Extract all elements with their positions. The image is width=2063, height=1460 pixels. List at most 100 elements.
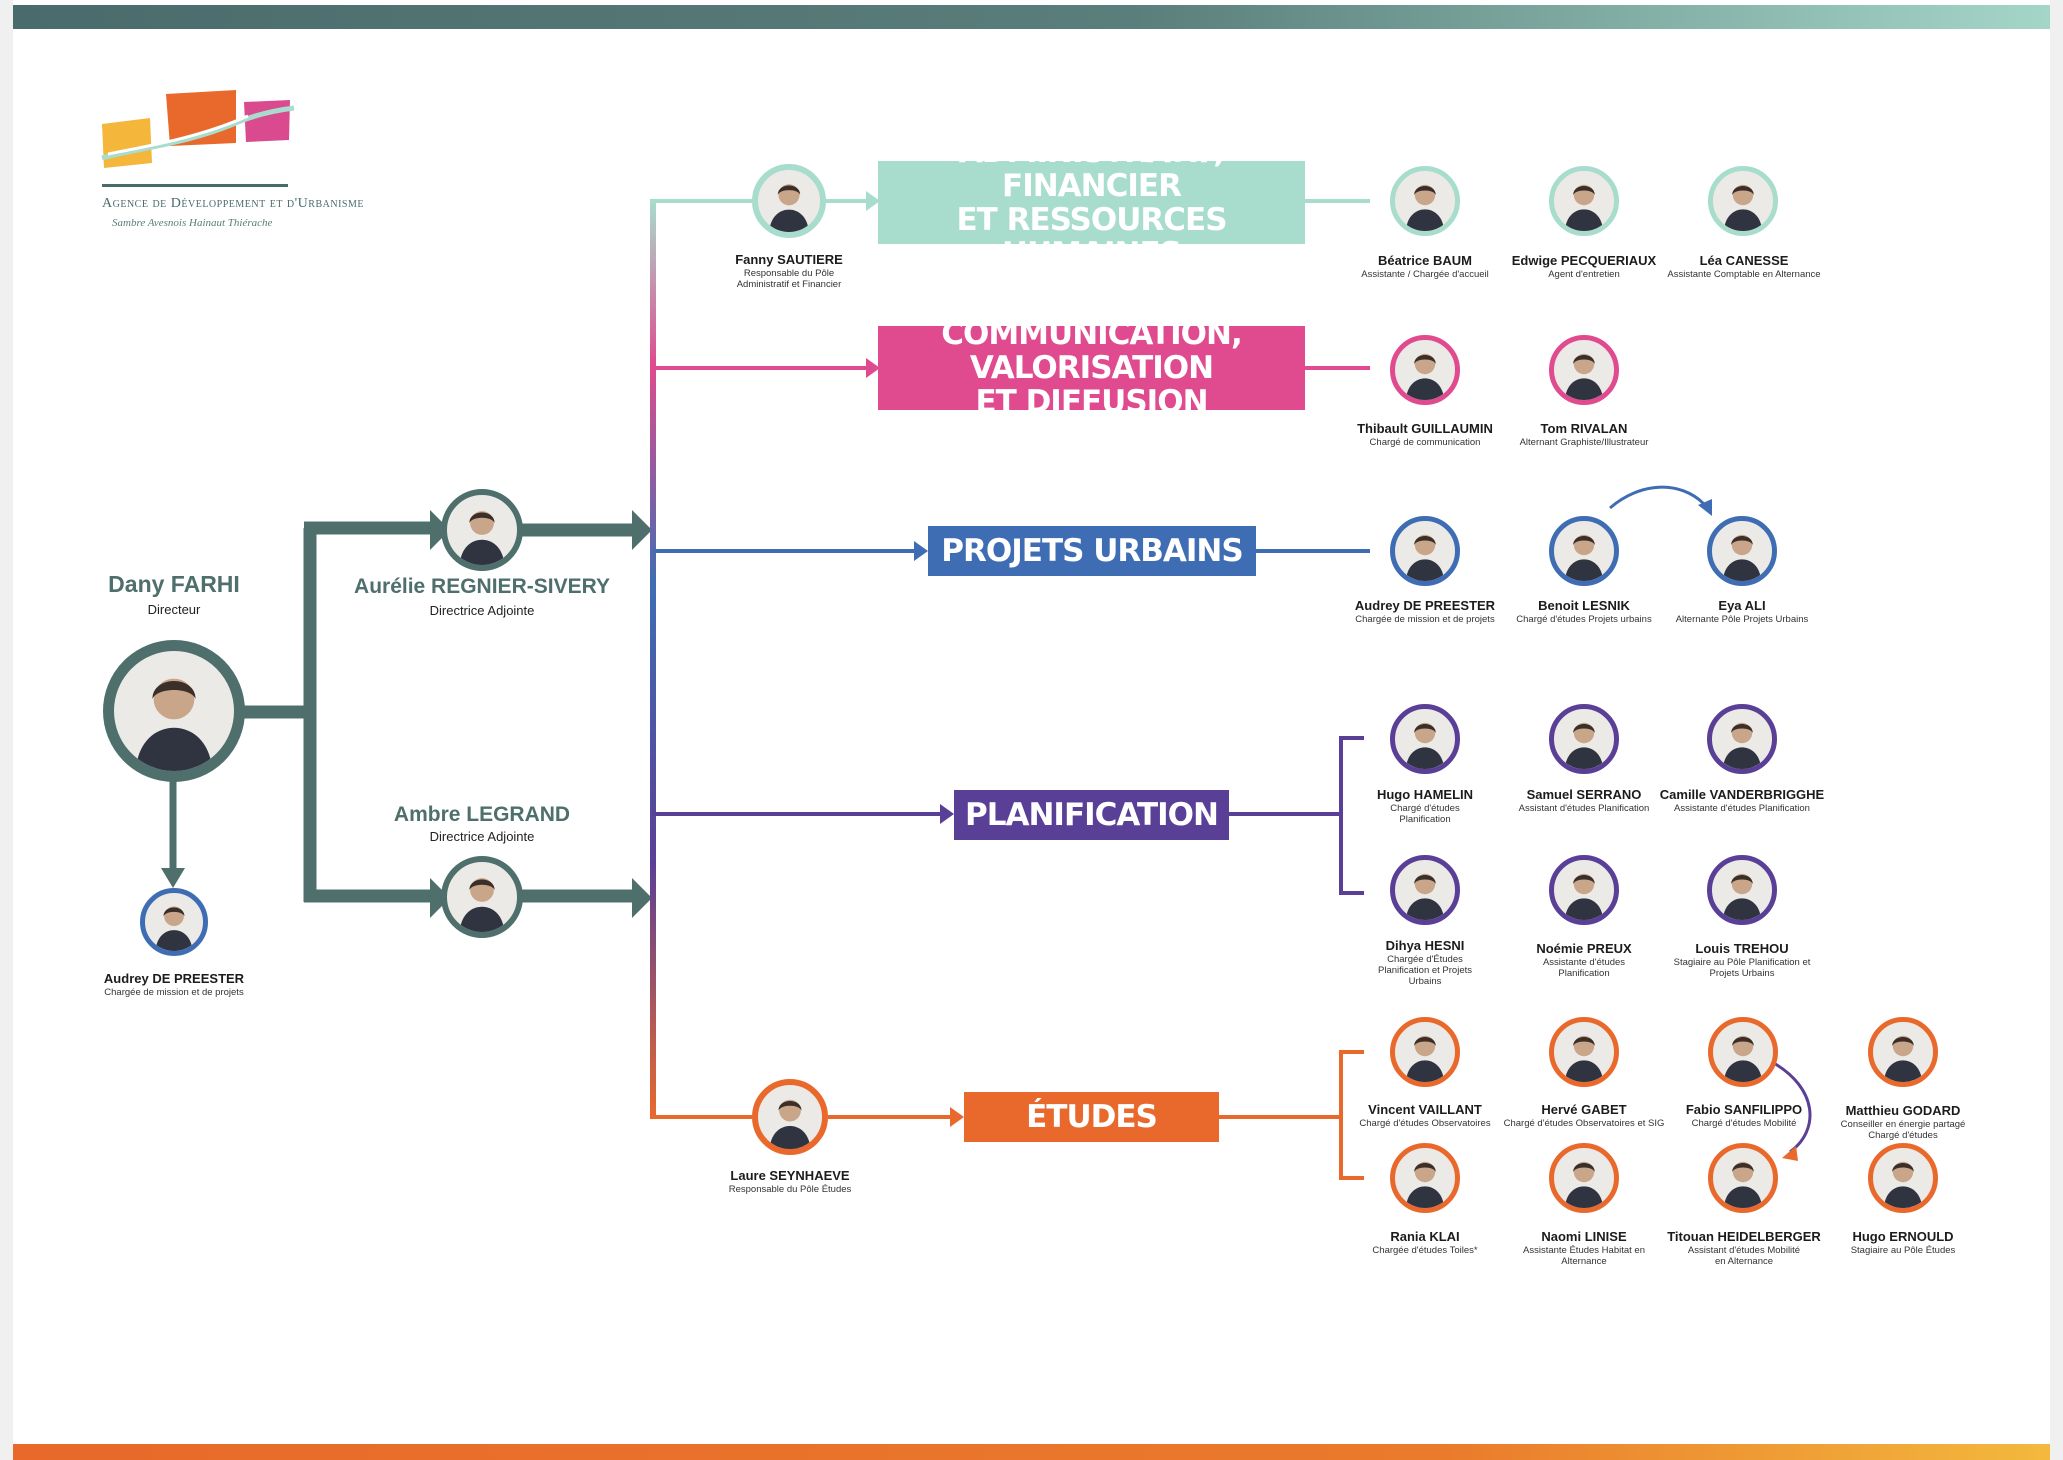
silhouette-body [155,930,193,951]
silhouette-hair [1414,1037,1436,1046]
lead-role-laure: Responsable du Pôle Études [728,1184,852,1195]
person-silhouette-icon [1405,873,1445,920]
member-role: Chargé d'études Planification [1390,803,1460,825]
pole-label-communication: COMMUNICATION, VALORISATION ET DIFFUSION [941,316,1243,420]
silhouette-hair [1573,355,1595,364]
silhouette-body [1405,1060,1445,1082]
member-name: Léa CANESSE [1699,253,1789,268]
person-silhouette-icon [1883,1035,1923,1082]
member-role: Chargée de mission et de projets [1355,614,1495,625]
silhouette-body [1564,1186,1604,1208]
member-name: Hervé GABET [1541,1102,1627,1117]
person-silhouette-icon [1564,353,1604,400]
person-silhouette-icon [1722,873,1762,920]
member-name: Béatrice BAUM [1378,253,1472,268]
silhouette-body [1405,1186,1445,1208]
lead-avatar-laure [752,1079,828,1155]
member-role: Alternante Pôle Projets Urbains [1675,614,1809,625]
member-avatar [1868,1017,1938,1087]
logo-rule [102,184,288,187]
person-silhouette-icon [1564,722,1604,769]
person-silhouette-icon [135,678,213,771]
person-silhouette-icon [1405,534,1445,581]
lead-name-fanny: Fanny SAUTIERE [735,252,843,267]
bottom-color-band [13,1444,2050,1460]
member-avatar [1390,1143,1460,1213]
silhouette-hair [469,512,495,523]
silhouette-body [1722,559,1762,581]
silhouette-body [1723,1186,1763,1208]
member-name: Dihya HESNI [1385,938,1465,953]
silhouette-hair [1573,875,1595,884]
member-role: Conseiller en énergie partagé Chargé d'é… [1840,1119,1966,1141]
member-role: Assistant d'études Mobilité en Alternanc… [1687,1245,1801,1267]
silhouette-hair [1731,724,1753,733]
silhouette-hair [1414,875,1436,884]
silhouette-hair [152,681,196,699]
member-name: Titouan HEIDELBERGER [1667,1229,1821,1244]
director-assistant-name: Audrey DE PREESTER [103,971,245,986]
member-role: Alternant Graphiste/Illustrateur [1519,437,1649,448]
silhouette-hair [777,185,801,195]
pole-label-etudes: ÉTUDES [1026,1099,1158,1135]
person-silhouette-icon [1405,1161,1445,1208]
member-avatar [1390,704,1460,774]
silhouette-hair [1573,724,1595,733]
silhouette-hair [1573,1037,1595,1046]
member-role: Chargée d'études Toiles* [1372,1245,1478,1256]
director-assistant-role: Chargée de mission et de projets [104,987,244,998]
adu-logo [101,90,295,168]
member-role: Assistante Comptable en Alternance [1667,269,1821,280]
member-name: Naomi LINISE [1541,1229,1627,1244]
silhouette-body [459,906,505,932]
silhouette-body [1405,378,1445,400]
pole-box-projets: PROJETS URBAINS [928,526,1256,576]
person-silhouette-icon [1405,722,1445,769]
member-name: Samuel SERRANO [1526,787,1642,802]
member-avatar [1708,1143,1778,1213]
silhouette-hair [1731,536,1753,545]
member-name: Fabio SANFILIPPO [1685,1102,1803,1117]
person-silhouette-icon [1564,184,1604,231]
member-avatar [1549,1017,1619,1087]
member-name: Vincent VAILLANT [1368,1102,1482,1117]
member-role: Assistante Études Habitat en Alternance [1523,1245,1645,1267]
pole-box-planification: PLANIFICATION [954,790,1229,840]
person-silhouette-icon [1722,534,1762,581]
member-avatar [1390,1017,1460,1087]
silhouette-hair [1414,1163,1436,1172]
member-role: Stagiaire au Pôle Planification et Proje… [1673,957,1811,979]
silhouette-hair [1414,355,1436,364]
director-avatar [103,640,245,782]
silhouette-hair [469,879,495,890]
transition-arrow-benoit-eya [1609,485,1706,510]
member-name: Edwige PECQUERIAUX [1511,253,1657,268]
silhouette-hair [1731,875,1753,884]
member-name: Louis TREHOU [1695,941,1789,956]
director-name: Dany FARHI [108,571,240,597]
member-name: Matthieu GODARD [1845,1103,1961,1118]
silhouette-hair [1573,186,1595,195]
pole-branch-admin [650,191,1370,211]
top-color-band [13,5,2050,29]
person-silhouette-icon [1405,1035,1445,1082]
member-name: Audrey DE PREESTER [1354,598,1496,613]
deputy-role-ambre: Directrice Adjointe [429,829,535,844]
member-avatar [1390,516,1460,586]
member-role: Assistant d'études Planification [1518,803,1650,814]
member-avatar [1549,855,1619,925]
member-role: Assistante / Chargée d'accueil [1361,269,1489,280]
person-silhouette-icon [1723,1161,1763,1208]
person-silhouette-icon [459,878,505,932]
deputy-name-aurelie: Aurélie REGNIER-SIVERY [354,575,610,598]
silhouette-body [1564,559,1604,581]
silhouette-hair [1732,1163,1754,1172]
director-assistant-avatar [140,888,208,956]
silhouette-hair [1414,724,1436,733]
member-avatar [1707,516,1777,586]
silhouette-body [1405,559,1445,581]
silhouette-body [1405,747,1445,769]
person-silhouette-icon [1564,534,1604,581]
lead-name-laure: Laure SEYNHAEVE [730,1168,850,1183]
silhouette-hair [1573,536,1595,545]
